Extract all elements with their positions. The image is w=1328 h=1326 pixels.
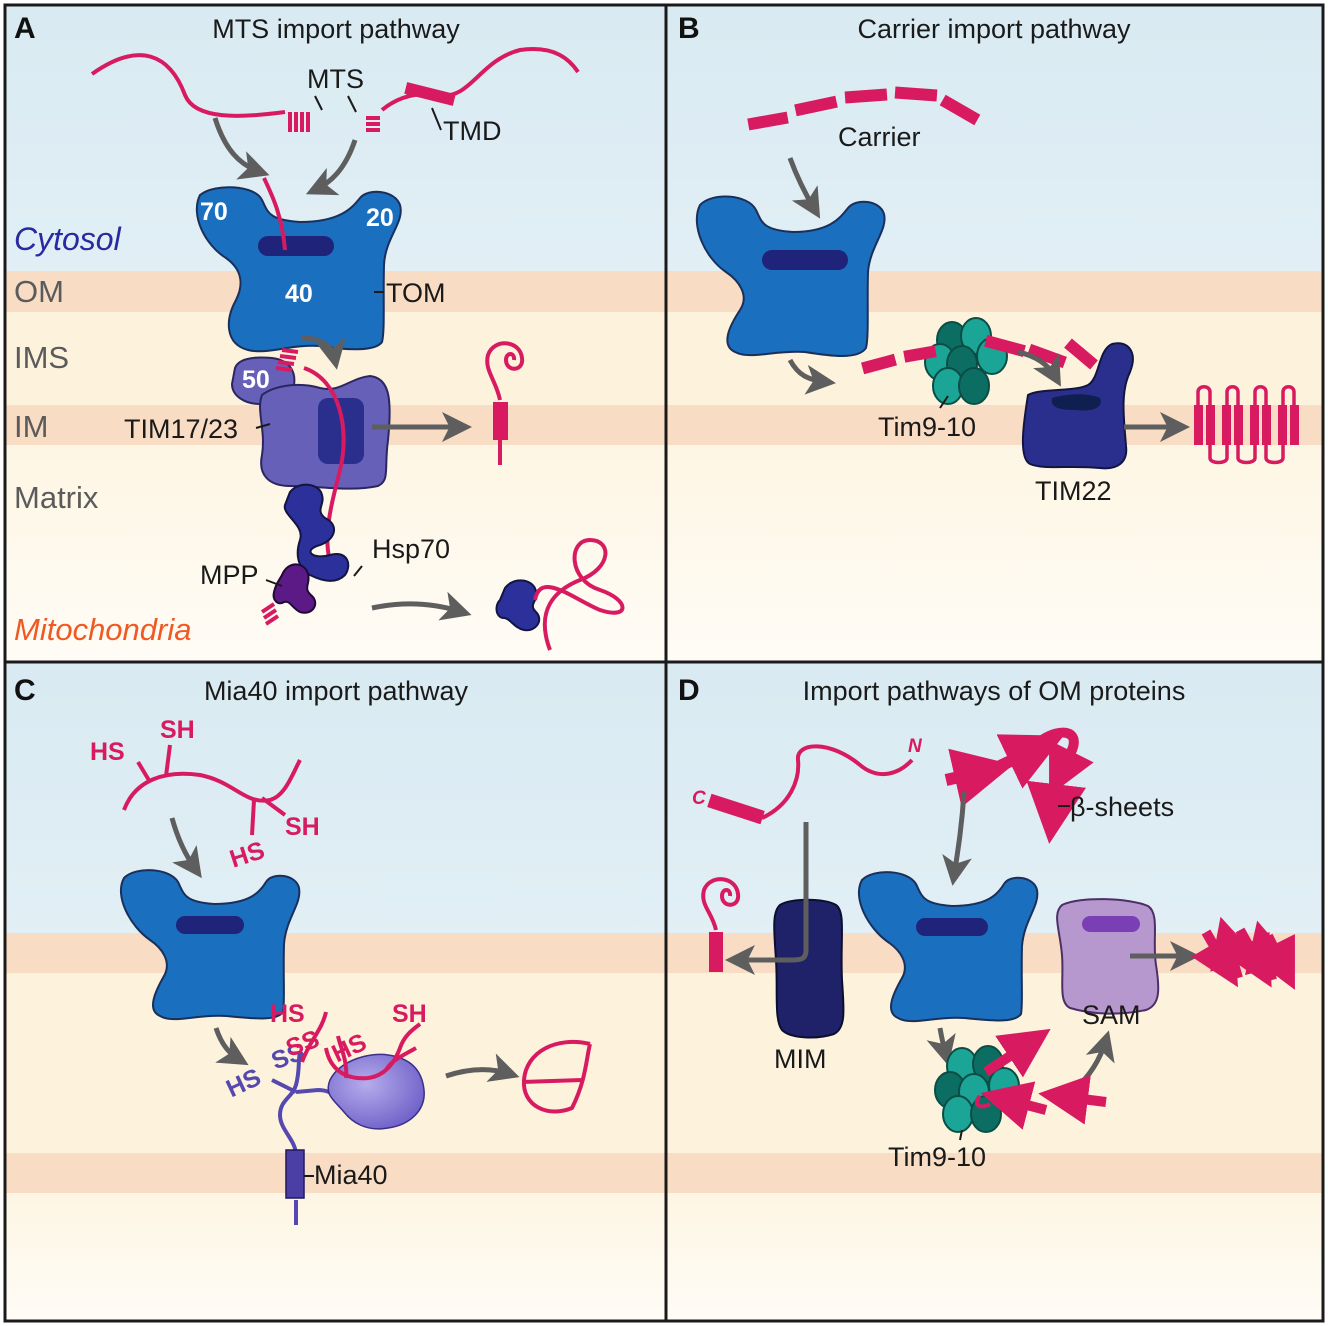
arrow: [445, 1053, 520, 1082]
tom-complex: [857, 871, 1039, 1023]
tim9-10-chaperone: [924, 317, 1008, 405]
im-label: IM: [14, 409, 48, 444]
panel-letter: D: [678, 674, 700, 707]
panel-title: Mia40 import pathway: [204, 676, 469, 706]
panel-frames: [3, 3, 1325, 1323]
tom-label: TOM: [386, 278, 446, 308]
mim-label: MIM: [774, 1044, 826, 1074]
cytosol-label: Cytosol: [14, 221, 122, 257]
c-terminus-label: C: [692, 788, 706, 809]
inserted-beta-barrel: [1191, 916, 1295, 990]
mpp: [272, 563, 317, 614]
arrow: [926, 1027, 956, 1066]
arrow: [787, 157, 821, 219]
beta-barrel-in-ims: [974, 1028, 1107, 1130]
tim9-10-label: Tim9-10: [878, 412, 976, 442]
precursor-in-tom: [262, 177, 287, 251]
arrow: [212, 117, 270, 180]
tom-pore: [176, 916, 244, 934]
arrow: [942, 791, 972, 886]
n-terminus-label: N: [908, 736, 923, 757]
panel-letter: C: [14, 674, 36, 707]
thiol-label: HS: [270, 1000, 305, 1028]
beta-barrel-precursor: [944, 727, 1094, 844]
tom-complex: [695, 195, 886, 357]
mim-complex: [773, 898, 845, 1039]
mia40-domain: [327, 1053, 425, 1130]
mpp-label: MPP: [200, 560, 259, 590]
mts-label: MTS: [307, 64, 364, 94]
arrow: [305, 139, 358, 196]
panel-b: B Carrier import pathway Carrier: [666, 5, 1323, 662]
c-terminal-helix: [707, 793, 765, 825]
cleaved-mts: [260, 602, 280, 626]
sam-label: SAM: [1082, 1000, 1141, 1030]
panel-title: MTS import pathway: [212, 14, 460, 44]
tim9-10-label: Tim9-10: [888, 1142, 986, 1172]
folded-matrix-protein: [533, 537, 625, 651]
arrow: [1017, 349, 1061, 387]
tom40-label: 40: [285, 280, 313, 308]
tom-complex: [195, 186, 402, 353]
panel-a: A MTS import pathway Cytosol OM IMS IM M…: [5, 5, 666, 662]
mia40-anchor: [285, 1149, 305, 1199]
ims-label: IMS: [14, 340, 69, 375]
tmd-segment: [404, 82, 456, 106]
tim17-23-label: TIM17/23: [124, 414, 238, 444]
inserted-om-protein: [701, 877, 741, 931]
oxidized-protein: [521, 1039, 592, 1114]
beta-sheets-label: β-sheets: [1070, 792, 1174, 822]
tom-pore: [916, 918, 988, 936]
im-anchor: [493, 402, 508, 440]
mia40-label: Mia40: [314, 1160, 388, 1190]
mia40-chain: [271, 1051, 347, 1225]
tim23-pore: [318, 398, 364, 464]
sorted-im-protein: [485, 341, 525, 401]
carrier-precursor: [747, 86, 981, 131]
hsp70-bound-protein: [495, 579, 541, 632]
thiol-label: SH: [160, 716, 195, 744]
carrier-label: Carrier: [838, 122, 921, 152]
panel-title: Import pathways of OM proteins: [803, 676, 1186, 706]
panel-c: C Mia40 import pathway HS SH HS SH Mia40…: [5, 662, 666, 1321]
mts-stripes: [288, 112, 380, 132]
sam-pore: [1082, 916, 1140, 932]
hsp70-label: Hsp70: [372, 534, 450, 564]
mitochondria-label: Mitochondria: [14, 612, 191, 647]
arrow: [169, 817, 202, 879]
mts-stripes: [275, 348, 299, 372]
om-precursor: [761, 744, 914, 820]
arrow: [301, 335, 346, 370]
precursor-through-tim: [303, 366, 346, 576]
tom70-label: 70: [200, 198, 228, 226]
substrate-bound-to-mia40: [300, 1011, 422, 1081]
tim22-label: TIM22: [1035, 476, 1112, 506]
hsp70: [283, 483, 350, 582]
inserted-carrier: [1194, 385, 1299, 465]
panel-d: D Import pathways of OM proteins C N MIM…: [666, 662, 1323, 1321]
precursor-strand: [90, 53, 286, 118]
thiol-label: SH: [392, 1000, 427, 1028]
tom-pore: [258, 236, 334, 256]
arrow: [787, 358, 836, 395]
arrow: [371, 591, 472, 621]
thiol-label: SH: [285, 813, 320, 841]
carrier-in-ims: [861, 335, 1098, 375]
tom-pore: [762, 250, 848, 270]
tom-complex: [119, 869, 301, 1021]
tmd-label: TMD: [443, 116, 501, 146]
matrix-label: Matrix: [14, 480, 99, 515]
tom20-label: 20: [366, 204, 394, 232]
arrow: [725, 822, 809, 975]
panel-letter: A: [14, 12, 36, 45]
arrow: [213, 1027, 249, 1066]
tim50-label: 50: [242, 366, 270, 394]
thiol-label: HS: [90, 738, 125, 766]
tim22-pore: [1051, 394, 1101, 411]
om-label: OM: [14, 274, 64, 309]
panel-title: Carrier import pathway: [857, 14, 1131, 44]
panel-letter: B: [678, 12, 700, 45]
